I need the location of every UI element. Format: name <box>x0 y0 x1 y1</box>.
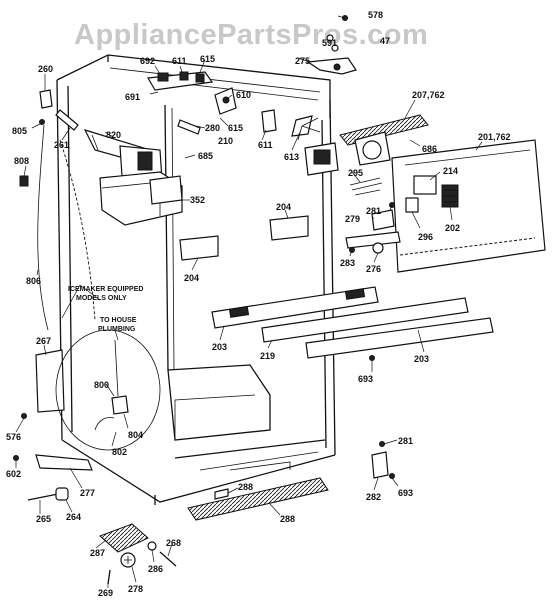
callout-268: 268 <box>166 538 181 548</box>
plumbing-note-line2: PLUMBING <box>98 326 136 333</box>
callout-265: 265 <box>36 514 51 524</box>
cabinet-shell <box>56 54 336 505</box>
lower-right-parts <box>371 441 395 479</box>
callout-204: 204 <box>276 202 291 212</box>
callout-578: 578 <box>368 10 383 20</box>
leader-lines <box>15 15 483 588</box>
bottom-parts <box>99 523 177 585</box>
damper-heater-assembly <box>304 114 429 176</box>
brackets-204 <box>179 215 309 261</box>
callout-686: 686 <box>422 144 437 154</box>
notes: ICEMAKER EQUIPPED MODELS ONLY TO HOUSE P… <box>68 286 143 333</box>
callout-295: 295 <box>348 168 363 178</box>
callout-labels: 578 591 47 275 692 611 615 260 691 610 2… <box>6 10 511 598</box>
callout-691: 691 <box>125 92 140 102</box>
callout-280: 280 <box>205 123 220 133</box>
callout-576: 576 <box>6 432 21 442</box>
callout-613: 613 <box>284 152 299 162</box>
callout-203b: 203 <box>414 354 429 364</box>
callout-611: 611 <box>172 56 187 66</box>
ice-bucket <box>99 171 183 226</box>
kickplate-grille <box>187 477 329 521</box>
callout-214: 214 <box>443 166 458 176</box>
watermark-text: AppliancePartsPros.com <box>74 19 428 51</box>
callout-591: 591 <box>322 38 337 48</box>
callout-808: 808 <box>14 156 29 166</box>
callout-47: 47 <box>380 36 390 46</box>
callout-267: 267 <box>36 336 51 346</box>
callout-611b: 611 <box>258 140 273 150</box>
callout-203: 203 <box>212 342 227 352</box>
callout-219: 219 <box>260 351 275 361</box>
callout-820: 820 <box>106 130 121 140</box>
callout-281b: 281 <box>398 436 413 446</box>
callout-282: 282 <box>366 492 381 502</box>
callout-685: 685 <box>198 151 213 161</box>
callout-202: 202 <box>445 223 460 233</box>
callout-276: 276 <box>366 264 381 274</box>
plumbing-detail <box>55 329 161 451</box>
icemaker-note-line1: ICEMAKER EQUIPPED <box>68 286 143 293</box>
callout-804: 804 <box>128 430 143 440</box>
callout-201-762: 201,762 <box>478 132 511 142</box>
callout-281: 281 <box>366 206 381 216</box>
callout-800: 800 <box>94 380 109 390</box>
plumbing-note-line1: TO HOUSE <box>100 317 137 324</box>
wiring-cluster <box>345 177 401 254</box>
callout-288b: 288 <box>280 514 295 524</box>
callout-286: 286 <box>148 564 163 574</box>
callout-260: 260 <box>38 64 53 74</box>
callout-610: 610 <box>236 90 251 100</box>
callout-693b: 693 <box>398 488 413 498</box>
callout-615b: 615 <box>228 123 243 133</box>
callout-615: 615 <box>200 54 215 64</box>
crossbars <box>211 286 494 361</box>
callout-207-762: 207,762 <box>412 90 445 100</box>
callout-805: 805 <box>12 126 27 136</box>
callout-283: 283 <box>340 258 355 268</box>
callout-288: 288 <box>238 482 253 492</box>
callout-352: 352 <box>190 195 205 205</box>
icemaker-note-line2: MODELS ONLY <box>76 295 127 302</box>
left-side-parts <box>13 89 96 501</box>
callout-275: 275 <box>295 56 310 66</box>
callout-277: 277 <box>80 488 95 498</box>
callout-264: 264 <box>66 512 81 522</box>
callout-204b: 204 <box>184 273 199 283</box>
callout-287: 287 <box>90 548 105 558</box>
callout-261: 261 <box>54 140 69 150</box>
callout-210: 210 <box>218 136 233 146</box>
control-panel <box>391 139 546 273</box>
callout-693: 693 <box>358 374 373 384</box>
callout-269: 269 <box>98 588 113 598</box>
top-control-assembly <box>147 15 357 141</box>
callout-279: 279 <box>345 214 360 224</box>
callout-806: 806 <box>26 276 41 286</box>
callout-802: 802 <box>112 447 127 457</box>
callout-602: 602 <box>6 469 21 479</box>
callout-296: 296 <box>418 232 433 242</box>
callout-692: 692 <box>140 56 155 66</box>
callout-278: 278 <box>128 584 143 594</box>
